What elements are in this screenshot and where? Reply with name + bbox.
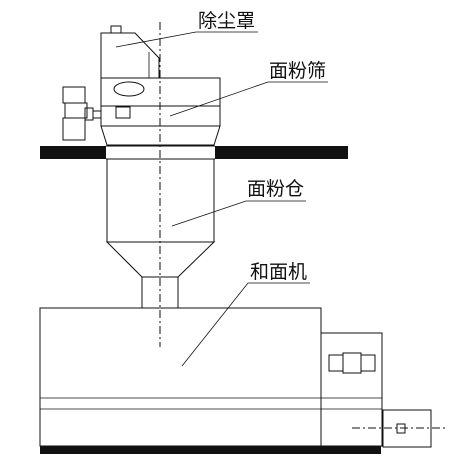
dust-hood-body <box>100 32 160 79</box>
dust-hood-top-nozzle <box>110 25 122 34</box>
sieve-inspection-window <box>113 81 145 97</box>
label-flour-bin: 面粉仓 <box>247 178 304 200</box>
mixer-gearbox <box>320 332 383 447</box>
gearbox-bearing-right <box>360 354 376 372</box>
sieve-small-port <box>115 106 131 119</box>
mixer-body <box>39 307 322 447</box>
label-dough-mixer: 和面机 <box>250 261 307 283</box>
leader-flour-bin <box>171 200 306 227</box>
leader-flour-sieve <box>169 81 328 117</box>
motor-lower-block <box>62 117 86 141</box>
sieve-motor <box>62 86 102 141</box>
motor-middle-block <box>64 102 88 119</box>
label-flour-sieve: 面粉筛 <box>269 60 326 82</box>
label-dust-hood: 除尘罩 <box>198 10 255 32</box>
leader-dough-mixer <box>181 282 310 367</box>
dust-hood <box>100 25 160 79</box>
floor-slab-right <box>215 146 348 159</box>
mixer-motor <box>382 409 432 448</box>
floor-slab-left <box>40 146 106 159</box>
floor-slab <box>40 145 348 160</box>
sieve-hopper <box>100 125 221 146</box>
gearbox-bearing-center <box>342 352 362 374</box>
leader-dust-hood <box>115 31 258 48</box>
mixer-base <box>40 446 381 454</box>
gearbox-bearing-left <box>328 354 344 372</box>
leader-lines <box>115 31 328 367</box>
motor-shaft <box>92 110 102 119</box>
dough-mixer <box>39 307 446 454</box>
motor-upper-block <box>62 86 86 104</box>
